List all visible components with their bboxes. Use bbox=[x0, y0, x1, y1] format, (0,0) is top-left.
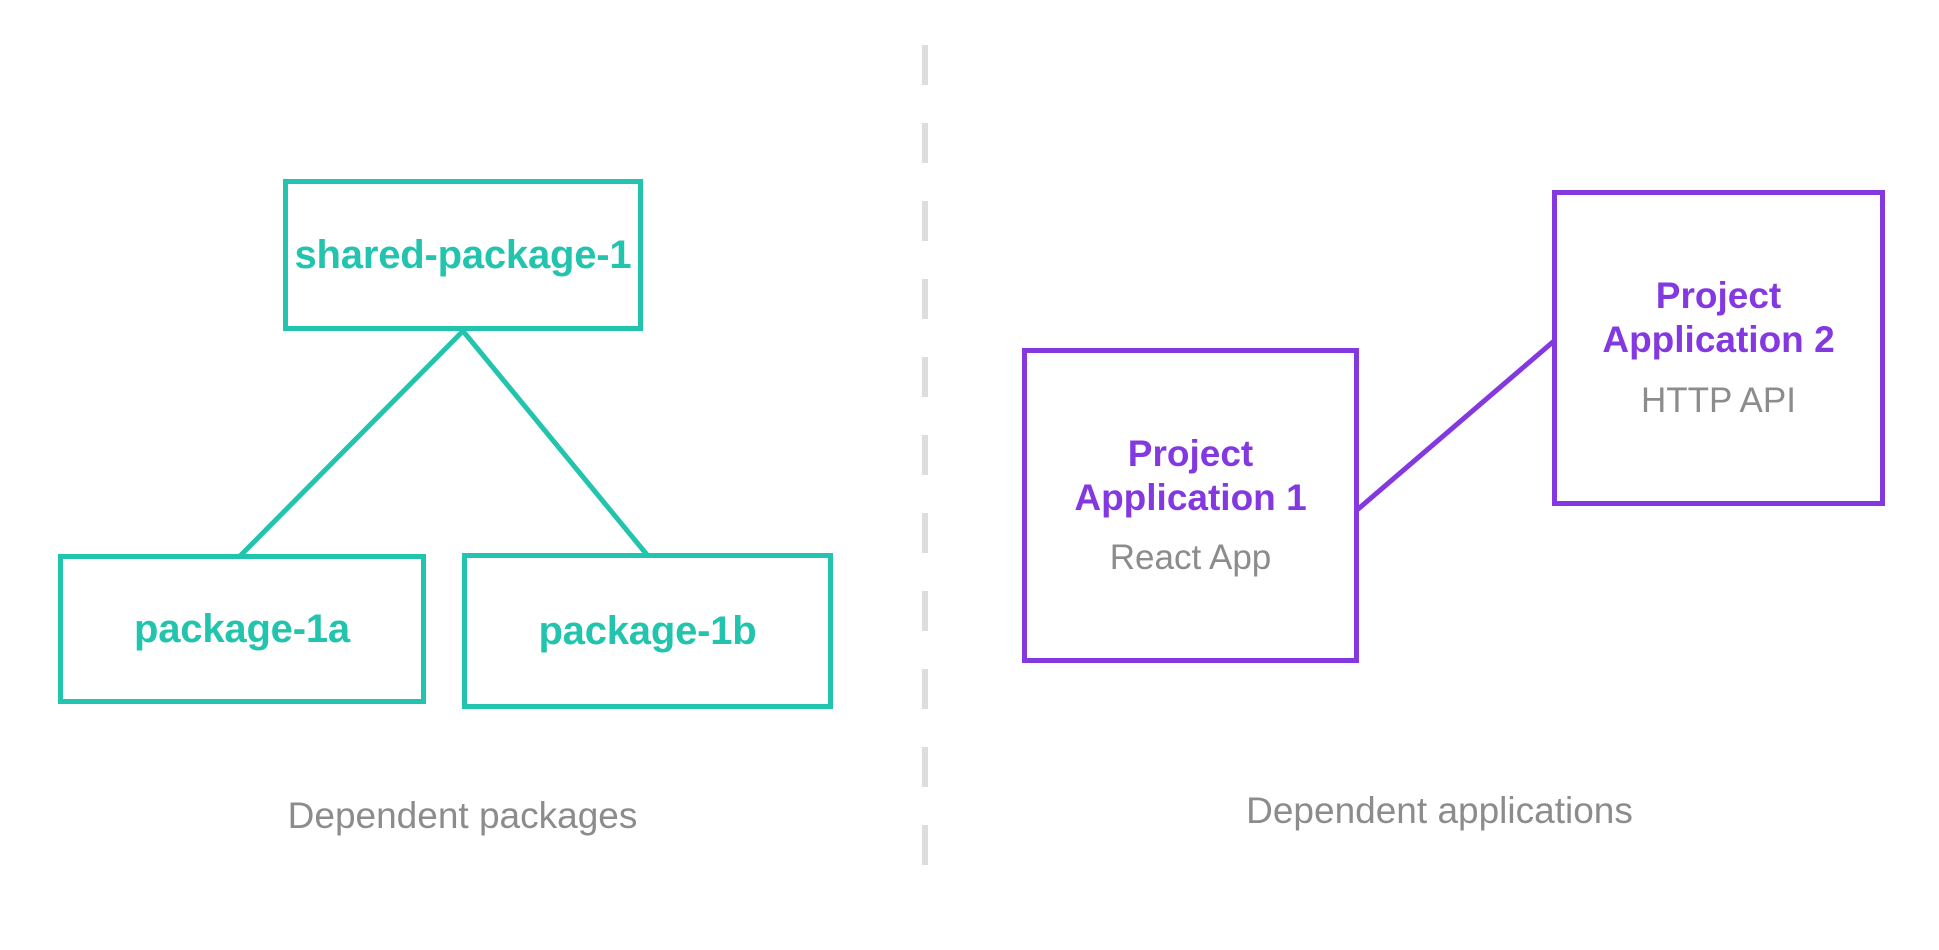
node-project-application-2-subtitle: HTTP API bbox=[1641, 380, 1796, 420]
node-project-application-1-subtitle: React App bbox=[1109, 538, 1272, 578]
node-project-application-2[interactable]: Project Application 2 HTTP API bbox=[1552, 190, 1885, 506]
edge-shared-package-1-to-package-1a bbox=[238, 329, 465, 558]
node-project-application-1[interactable]: Project Application 1 React App bbox=[1022, 348, 1359, 663]
node-package-1a-label: package-1a bbox=[134, 607, 350, 651]
edge-shared-package-1-to-package-1b bbox=[461, 329, 650, 558]
node-shared-package-1[interactable]: shared-package-1 bbox=[283, 179, 643, 331]
node-package-1b[interactable]: package-1b bbox=[462, 553, 833, 709]
node-project-application-1-title-line-2: Application 1 bbox=[1074, 476, 1307, 518]
node-package-1a[interactable]: package-1a bbox=[58, 554, 426, 704]
node-shared-package-1-label: shared-package-1 bbox=[294, 233, 632, 277]
caption-dependent-applications: Dependent applications bbox=[1246, 790, 1633, 831]
node-project-application-2-title-line-2: Application 2 bbox=[1602, 319, 1835, 360]
node-project-application-2-title: Project Application 2 bbox=[1602, 274, 1834, 361]
edge-project-application-1-to-project-application-2 bbox=[1355, 339, 1556, 512]
node-project-application-2-title-line-1: Project bbox=[1655, 275, 1782, 317]
node-project-application-1-title-line-1: Project bbox=[1127, 432, 1254, 474]
node-project-application-1-title: Project Application 1 bbox=[1074, 432, 1306, 519]
caption-dependent-packages: Dependent packages bbox=[287, 795, 638, 836]
node-package-1b-label: package-1b bbox=[538, 609, 757, 653]
